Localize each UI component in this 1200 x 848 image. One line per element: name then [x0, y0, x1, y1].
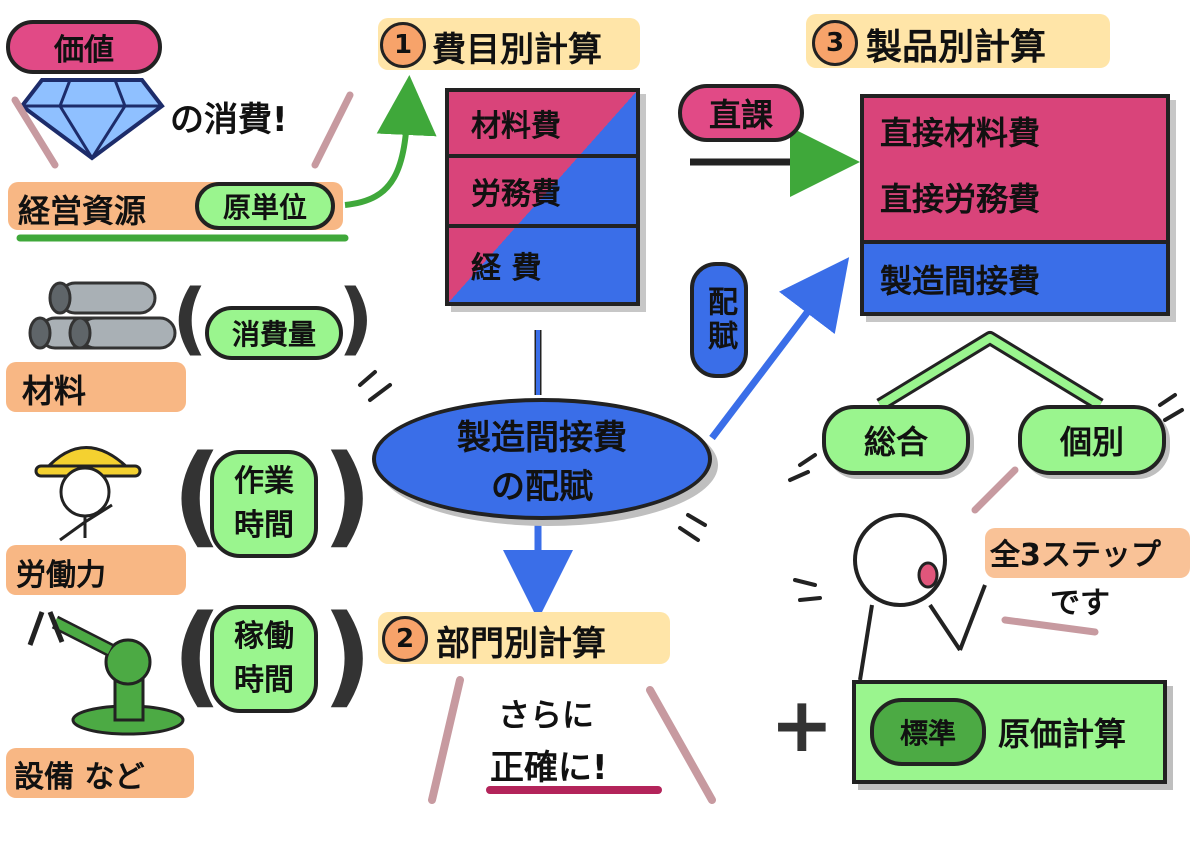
step1-row-labor: 労務費	[449, 158, 636, 228]
standard-circled: 標準	[899, 717, 956, 750]
labor-paren-right: )	[322, 431, 373, 559]
step3-direct-section: 直接材料費 直接労務費	[864, 98, 1166, 244]
equipment-highlight	[6, 748, 194, 798]
material-highlight	[6, 362, 186, 412]
material-pipes-icon	[28, 281, 177, 350]
material-paren-right: )	[338, 274, 374, 364]
overhead-line1: 製造間接費	[457, 418, 627, 458]
step1-row-expense: 経 費	[449, 228, 636, 302]
allocation-pill: 配賦	[690, 262, 748, 378]
standard-rest: 原価計算	[998, 715, 1127, 753]
worker-icon	[34, 446, 142, 542]
material-measure: 消費量	[231, 318, 316, 351]
value-pill: 価値	[6, 20, 162, 74]
speech-line1: 全3ステップ	[990, 538, 1161, 573]
step1-row-expense-label: 経 費	[471, 251, 542, 286]
robot-arm-icon	[27, 611, 185, 736]
labor-measure-pill: 作業時間	[210, 450, 318, 558]
labor-measure: 作業時間	[234, 464, 294, 543]
unit-label: 原単位	[222, 191, 307, 224]
equipment-label: 設備 など	[14, 760, 145, 795]
resources-label: 経営資源	[18, 192, 147, 230]
step1-row-material: 材料費	[449, 92, 636, 158]
step3-title: 製品別計算	[866, 27, 1047, 68]
equipment-measure: 稼働時間	[234, 619, 294, 698]
step1-title: 費目別計算	[432, 30, 602, 70]
equipment-measure-pill: 稼働時間	[210, 605, 318, 713]
presenter-icon	[793, 466, 1099, 681]
overhead-line2: の配賦	[491, 467, 593, 507]
material-measure-pill: 消費量	[205, 306, 343, 360]
material-label: 材料	[22, 372, 87, 410]
step3-number: 3	[812, 20, 858, 66]
diamond-icon	[19, 78, 165, 161]
method-process-label: 総合	[863, 423, 928, 461]
step3-row-overhead: 製造間接費	[880, 262, 1041, 300]
standard-circled-pill: 標準	[870, 698, 986, 766]
step3-indirect-section: 製造間接費	[864, 244, 1166, 312]
direct-charge-pill: 直課	[678, 84, 804, 142]
method-process-pill: 総合	[822, 405, 970, 475]
plus-sign: +	[770, 680, 834, 769]
speech-line2: です	[1050, 586, 1110, 621]
step2-number: 2	[382, 616, 428, 662]
method-job-pill: 個別	[1018, 405, 1166, 475]
step3-cost-table: 直接材料費 直接労務費 製造間接費	[860, 94, 1170, 316]
speech-highlight	[985, 528, 1190, 578]
step3-row-direct-material: 直接材料費	[880, 114, 1041, 152]
labor-label: 労働力	[16, 558, 106, 593]
overhead-allocation-bubble: 製造間接費 の配賦	[372, 398, 712, 520]
direct-label: 直課	[708, 96, 773, 134]
labor-highlight	[6, 545, 186, 595]
unit-pill: 原単位	[195, 182, 335, 230]
allocation-label: 配賦	[702, 286, 737, 354]
step2-title: 部門別計算	[436, 624, 606, 664]
material-paren-left: (	[172, 274, 208, 364]
step3-row-direct-labor: 直接労務費	[880, 180, 1041, 218]
equipment-paren-right: )	[322, 591, 373, 719]
step1-number: 1	[380, 22, 426, 68]
step2-note-line1: さらに	[498, 696, 595, 734]
value-label: 価値	[54, 33, 114, 68]
standard-cost-box: 標準 原価計算	[852, 680, 1167, 784]
step1-row-material-label: 材料費	[471, 109, 561, 144]
step2-note-line2: 正確に!	[490, 748, 608, 788]
step1-row-labor-label: 労務費	[471, 177, 561, 212]
method-job-label: 個別	[1059, 423, 1124, 461]
consumption-label: の消費!	[170, 100, 288, 140]
step1-cost-table: 材料費 労務費 経 費	[445, 88, 640, 306]
